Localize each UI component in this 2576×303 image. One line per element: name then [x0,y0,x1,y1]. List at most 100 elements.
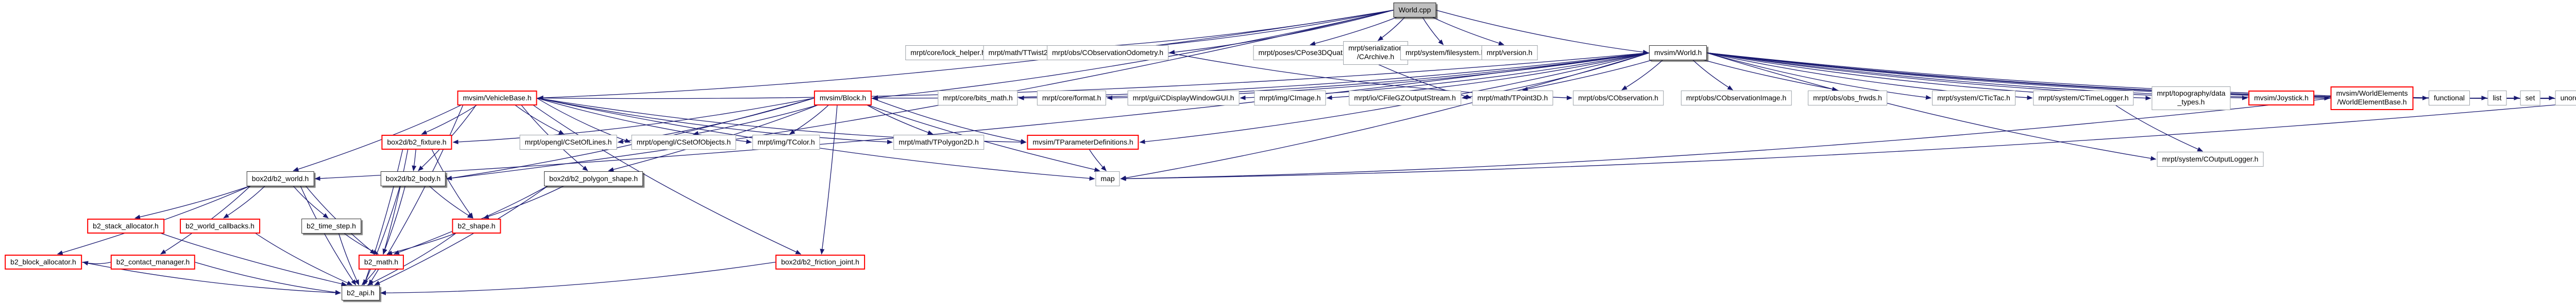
graph-node-tpoint3d[interactable]: mrpt/math/TPoint3D.h [1472,91,1553,105]
include-edge [429,185,473,219]
include-edge [452,97,815,145]
graph-node-map[interactable]: map [1095,171,1120,186]
include-edge [871,97,1027,144]
graph-node-ctimelogger[interactable]: mrpt/system/CTimeLogger.h [2033,91,2134,105]
graph-node-vehiclebase[interactable]: mvsim/VehicleBase.h [457,91,537,105]
graph-node-b2_world[interactable]: box2d/b2_world.h [246,171,314,186]
graph-node-cobsimage[interactable]: mrpt/obs/CObservationImage.h [1681,91,1792,105]
graph-node-b2_math[interactable]: b2_math.h [358,255,404,270]
include-edge [363,185,401,286]
graph-node-b2_body[interactable]: box2d/b2_body.h [380,171,446,186]
include-edge [867,104,934,135]
include-edge [1089,149,1107,171]
include-edge [293,185,329,219]
include-edge [1422,16,1444,45]
include-edge [1706,52,1931,100]
graph-node-carchive[interactable]: mrpt/serialization /CArchive.h [1343,41,1408,65]
include-edge [255,233,353,286]
include-edge [380,261,776,295]
graph-node-csetoflines[interactable]: mrpt/opengl/CSetOfLines.h [519,135,617,150]
graph-node-tcolor[interactable]: mrpt/img/TColor.h [752,135,820,150]
include-edge [1702,59,1838,92]
include-edge [1120,98,2331,181]
graph-node-b2_polygon_shape[interactable]: box2d/b2_polygon_shape.h [544,171,643,186]
graph-node-displaywindowgui[interactable]: mrpt/gui/CDisplayWindowGUI.h [1127,91,1240,105]
graph-node-cimage[interactable]: mrpt/img/CImage.h [1254,91,1326,105]
graph-node-filegz[interactable]: mrpt/io/CFileGZOutputStream.h [1349,91,1461,105]
include-edge [421,104,478,135]
include-edge [536,97,893,145]
include-edge [1309,16,1398,46]
include-edge [194,261,341,295]
graph-node-bits_math[interactable]: mrpt/core/bits_math.h [938,91,1018,105]
graph-node-joystick[interactable]: mvsim/Joystick.h [2248,91,2314,105]
include-edge [1621,59,1664,91]
include-edge [314,52,1650,181]
include-edge [1706,52,2157,161]
include-edge [1692,59,1734,91]
include-edge [223,185,266,219]
graph-node-cobservation[interactable]: mrpt/obs/CObservation.h [1573,91,1664,105]
include-edge [692,104,819,136]
include-edge [537,9,1394,100]
graph-node-worldelementbase[interactable]: mvsim/WorldElements /WorldElementBase.h [2330,86,2414,110]
include-edge [537,52,1650,101]
graph-node-set[interactable]: set [2520,91,2540,105]
include-edge [789,104,829,135]
include-edge [82,261,112,266]
include-edge [1377,16,1405,41]
graph-node-b2_contact_manager[interactable]: b2_contact_manager.h [110,255,196,270]
include-edge [536,97,631,143]
include-edge [1120,52,1650,181]
graph-node-unordered_map[interactable]: unordered_map [2555,91,2576,105]
graph-node-world_h[interactable]: mvsim/World.h [1649,45,1707,60]
graph-node-b2_friction_joint[interactable]: box2d/b2_friction_joint.h [775,255,865,270]
include-edge [1120,102,2576,181]
graph-node-block_h[interactable]: mvsim/Block.h [814,91,872,105]
include-edge [1139,52,1650,144]
graph-node-version[interactable]: mrpt/version.h [1481,45,1538,60]
include-edge [1706,52,2555,101]
include-edge [367,233,456,286]
include-edge [383,185,406,255]
graph-node-b2_world_callbacks[interactable]: b2_world_callbacks.h [180,219,260,234]
include-edge [1435,9,1649,55]
graph-node-b2_block_allocator[interactable]: b2_block_allocator.h [5,255,82,270]
include-edge [361,269,377,286]
graph-node-b2_stack_allocator[interactable]: b2_stack_allocator.h [87,219,164,234]
include-edge [300,185,357,286]
graph-node-b2_time_step[interactable]: b2_time_step.h [301,219,361,234]
graph-node-coutputlogger[interactable]: mrpt/system/COutputLogger.h [2157,152,2264,167]
include-edge [338,233,360,286]
graph-node-lock_helper[interactable]: mrpt/core/lock_helper.h [905,45,991,60]
graph-node-topography[interactable]: mrpt/topography/data _types.h [2151,86,2231,110]
include-edge [446,9,1394,181]
include-edge [431,149,473,219]
include-edge [533,104,802,255]
include-edge [343,233,379,255]
graph-node-format_h[interactable]: mrpt/core/format.h [1037,91,1107,105]
graph-node-csetofobjects[interactable]: mrpt/opengl/CSetOfObjects.h [631,135,736,150]
graph-node-world_cpp[interactable]: World.cpp [1393,3,1436,17]
graph-node-list[interactable]: list [2487,91,2507,105]
graph-node-tparamdefs[interactable]: mvsim/TParameterDefinitions.h [1027,135,1139,150]
include-edge [1432,16,1504,46]
graph-node-b2_fixture[interactable]: box2d/b2_fixture.h [381,135,452,150]
graph-node-cpose3dquat[interactable]: mrpt/poses/CPose3DQuat.h [1253,45,1354,60]
graph-node-obs_frwds[interactable]: mrpt/obs/obs_frwds.h [1808,91,1887,105]
graph-node-tpolygon2d[interactable]: mrpt/math/TPolygon2D.h [893,135,984,150]
include-edge [412,149,417,171]
include-edge [1706,52,2428,101]
include-edge [386,233,456,255]
graph-node-cobs_odometry[interactable]: mrpt/obs/CObservationOdometry.h [1046,45,1169,60]
include-edge [374,185,549,286]
graph-node-b2_api[interactable]: b2_api.h [342,286,380,300]
include-edge [820,104,838,255]
graph-node-b2_shape[interactable]: b2_shape.h [452,219,501,234]
graph-node-ctictac[interactable]: mrpt/system/CTicTac.h [1932,91,2015,105]
include-edge [1706,52,2330,101]
graph-node-filesystem[interactable]: mrpt/system/filesystem.h [1400,45,1490,60]
graph-node-functional[interactable]: functional [2429,91,2470,105]
include-edge [872,9,1394,100]
